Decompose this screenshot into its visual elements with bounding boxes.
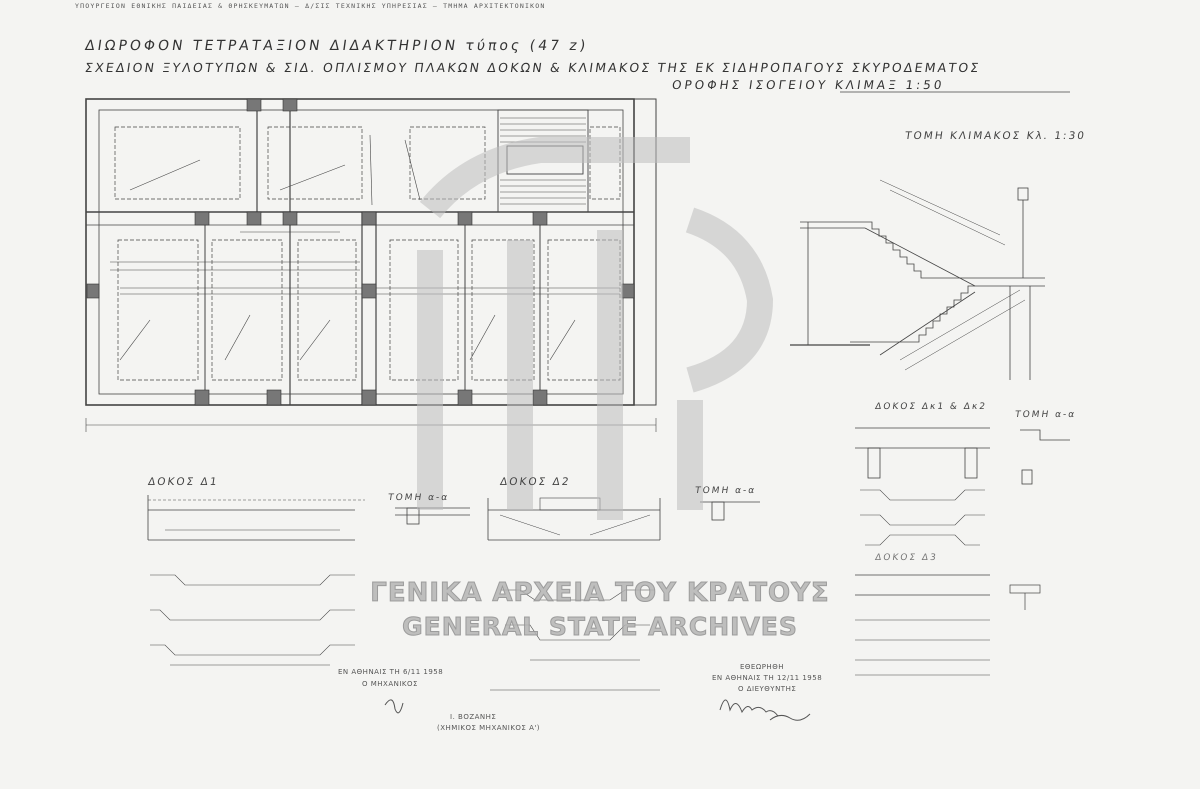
label-beam-dk: ΔΟΚΟΣ Δκ1 & Δκ2 xyxy=(874,402,988,412)
engineer-role: Ο ΜΗΧΑΝΙΚΟΣ xyxy=(362,680,418,688)
label-beam-d3: ΔΟΚΟΣ Δ3 xyxy=(874,553,939,563)
watermark-english: GENERAL STATE ARCHIVES xyxy=(402,612,798,642)
director-role: Ο ΔΙΕΥΘΥΝΤΗΣ xyxy=(738,685,797,693)
label-stair-section: ΤΟΜΗ ΚΛΙΜΑΚΟΣ Κλ. 1:30 xyxy=(904,130,1087,142)
watermark-greek: ΓΕΝΙΚΑ ΑΡΧΕΙΑ ΤΟΥ ΚΡΑΤΟΥΣ xyxy=(370,578,830,609)
label-beam-d2: ΔΟΚΟΣ Δ2 xyxy=(499,476,572,488)
approved-label: ΕΘΕΩΡΗΘΗ xyxy=(740,663,784,671)
label-section-aa-1: ΤΟΜΗ α-α xyxy=(387,493,450,503)
engineer-name: Ι. ΒΟΖΑΝΗΣ xyxy=(450,713,497,721)
approved-place-date: ΕΝ ΑΘΗΝΑΙΣ ΤΗ 12/11 1958 xyxy=(712,674,823,682)
archives-emblem xyxy=(417,137,774,520)
engineer-place-date: ΕΝ ΑΘΗΝΑΙΣ ΤΗ 6/11 1958 xyxy=(338,668,444,676)
label-section-aa-3: ΤΟΜΗ α-α xyxy=(1014,410,1077,420)
label-beam-d1: ΔΟΚΟΣ Δ1 xyxy=(147,476,220,488)
label-section-aa-2: ΤΟΜΗ α-α xyxy=(694,486,757,496)
ministry-header: ΥΠΟΥΡΓΕΙΟΝ ΕΘΝΙΚΗΣ ΠΑΙΔΕΙΑΣ & ΘΡΗΣΚΕΥΜΑΤ… xyxy=(75,2,546,10)
engineer-title: (ΧΗΜΙΚΟΣ ΜΗΧΑΝΙΚΟΣ Α') xyxy=(437,724,541,732)
